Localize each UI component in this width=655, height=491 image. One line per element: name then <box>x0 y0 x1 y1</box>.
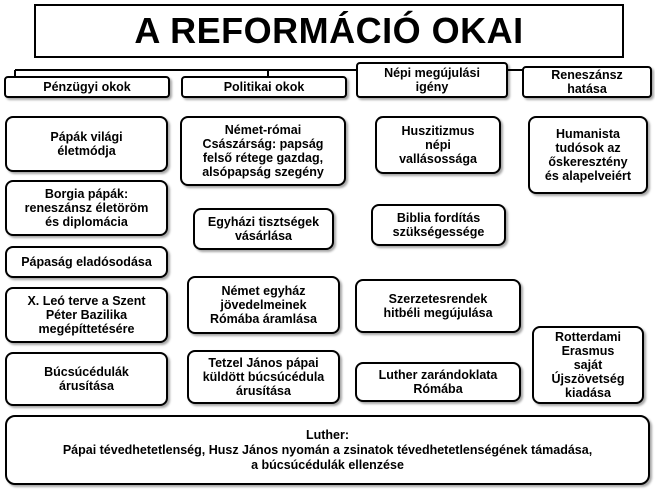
cause-borgia-popes: Borgia pápák: reneszánsz életöröm és dip… <box>5 180 168 236</box>
cause-german-church-revenue: Német egyház jövedelmeinek Rómába áramlá… <box>187 276 340 334</box>
column-header-political: Politikai okok <box>181 76 347 98</box>
cause-leo-x-basilica: X. Leó terve a Szent Péter Bazilika megé… <box>5 287 168 343</box>
cause-holy-roman-empire: Német-római Császárság: papság felső rét… <box>180 116 346 186</box>
cause-erasmus-new-testament: Rotterdami Erasmus saját Újszövetség kia… <box>532 326 644 404</box>
cause-papacy-debt: Pápaság eladósodása <box>5 246 168 278</box>
cause-indulgence-sales: Búcsúcédulák árusítása <box>5 352 168 406</box>
cause-monastic-renewal: Szerzetesrendek hitbéli megújulása <box>355 279 521 333</box>
column-header-financial: Pénzügyi okok <box>4 76 170 98</box>
page-title: A REFORMÁCIÓ OKAI <box>34 4 624 58</box>
cause-tetzel-indulgences: Tetzel János pápai küldött búcsúcédula á… <box>187 350 340 404</box>
cause-luther-pilgrimage: Luther zarándoklata Rómába <box>355 362 521 402</box>
column-header-popular-renewal: Népi megújulási igény <box>356 62 508 98</box>
luther-line-1: Pápai tévedhetetlenség, Husz János nyomá… <box>62 442 593 457</box>
cause-church-office-purchase: Egyházi tisztségek vásárlása <box>193 208 334 250</box>
cause-popes-secular-life: Pápák világi életmódja <box>5 116 168 172</box>
cause-hussite-religiosity: Huszitizmus népi vallásossága <box>375 116 501 174</box>
luther-line-2: a búcsúcédulák ellenzése <box>251 457 404 472</box>
cause-humanist-scholars: Humanista tudósok az őskeresztény és ala… <box>528 116 648 194</box>
luther-heading: Luther: <box>305 427 350 442</box>
cause-bible-translation: Biblia fordítás szükségessége <box>371 204 506 246</box>
luther-summary: Luther: Pápai tévedhetetlenség, Husz Ján… <box>5 415 650 485</box>
column-header-renaissance: Reneszánsz hatása <box>522 66 652 98</box>
